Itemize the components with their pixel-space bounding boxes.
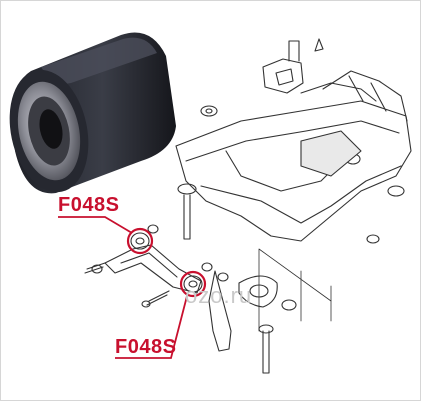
leader-line-top [58, 216, 133, 234]
part-number-label-top: F048S [58, 194, 120, 216]
highlight-circle-bottom [179, 270, 207, 298]
part-number-label-bottom: F048S [115, 336, 177, 358]
highlight-circle-top [126, 227, 154, 255]
watermark-text: ozo.ru [185, 283, 253, 308]
leader-line-bottom [115, 295, 188, 359]
